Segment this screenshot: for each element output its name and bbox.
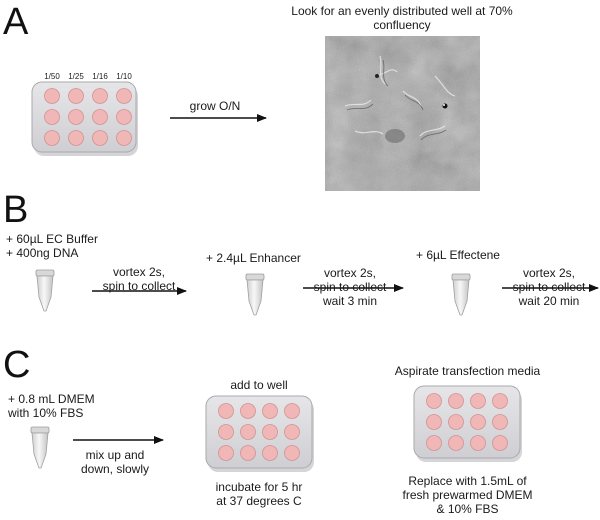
arrow-label-mix: mix up and down, slowly bbox=[80, 448, 150, 476]
concentration-label: 1/25 bbox=[68, 72, 84, 81]
well bbox=[240, 424, 256, 440]
well bbox=[492, 435, 508, 451]
micrograph-image bbox=[325, 36, 480, 191]
cell-micrograph bbox=[325, 36, 480, 191]
well bbox=[470, 393, 486, 409]
tube-c bbox=[30, 426, 50, 469]
well bbox=[448, 435, 464, 451]
panel-letter-b: B bbox=[3, 189, 29, 231]
well bbox=[448, 414, 464, 430]
well bbox=[44, 109, 60, 125]
well bbox=[284, 403, 300, 419]
well bbox=[92, 88, 108, 104]
concentration-label: 1/50 bbox=[44, 72, 60, 81]
well bbox=[492, 414, 508, 430]
well bbox=[284, 445, 300, 461]
plate-a-wells bbox=[44, 88, 132, 146]
arrow-label-b1: vortex 2s, spin to collect bbox=[102, 265, 176, 293]
plate-c1 bbox=[205, 395, 314, 472]
arrow-label-b3: vortex 2s, spin to collect wait 20 min bbox=[512, 266, 586, 308]
plate-c1-bottom-label: incubate for 5 hr at 37 degrees C bbox=[215, 480, 303, 508]
plate-a bbox=[31, 81, 138, 156]
well bbox=[262, 403, 278, 419]
well bbox=[426, 435, 442, 451]
step-c-addition: + 0.8 mL DMEM with 10% FBS bbox=[8, 392, 95, 420]
well bbox=[116, 88, 132, 104]
well bbox=[92, 130, 108, 146]
plate-c2-wells bbox=[426, 393, 508, 451]
well bbox=[218, 424, 234, 440]
panel-letter-c: C bbox=[3, 344, 31, 386]
tube-b1 bbox=[35, 269, 55, 312]
well bbox=[116, 109, 132, 125]
tube-b2 bbox=[245, 273, 265, 316]
well bbox=[116, 130, 132, 146]
plate-c2 bbox=[413, 385, 522, 462]
plate-c2-top-label: Aspirate transfection media bbox=[394, 364, 541, 378]
well bbox=[44, 130, 60, 146]
well bbox=[262, 445, 278, 461]
well bbox=[448, 393, 464, 409]
plate-c1-wells bbox=[218, 403, 300, 461]
concentration-label: 1/16 bbox=[92, 72, 108, 81]
well bbox=[68, 130, 84, 146]
panel-letter-a: A bbox=[3, 1, 29, 43]
well bbox=[44, 88, 60, 104]
well bbox=[92, 109, 108, 125]
well bbox=[262, 424, 278, 440]
well bbox=[218, 403, 234, 419]
well bbox=[240, 403, 256, 419]
plate-c2-bottom-label: Replace with 1.5mL of fresh prewarmed DM… bbox=[402, 474, 533, 516]
tube-b3 bbox=[451, 273, 471, 316]
well bbox=[68, 109, 84, 125]
arrow-label-b2: vortex 2s, spin to collect wait 3 min bbox=[313, 266, 387, 308]
step-b1-addition: + 60µL EC Buffer + 400ng DNA bbox=[6, 232, 98, 260]
well bbox=[218, 445, 234, 461]
well bbox=[470, 435, 486, 451]
well bbox=[426, 414, 442, 430]
plate-c1-top-label: add to well bbox=[230, 378, 288, 392]
well bbox=[492, 393, 508, 409]
well bbox=[240, 445, 256, 461]
photo-caption: Look for an evenly distributed well at 7… bbox=[291, 4, 513, 32]
arrow-label-grow: grow O/N bbox=[189, 99, 241, 113]
well bbox=[284, 424, 300, 440]
well bbox=[470, 414, 486, 430]
step-b3-addition: + 6µL Effectene bbox=[416, 248, 500, 262]
well bbox=[426, 393, 442, 409]
concentration-label: 1/10 bbox=[116, 72, 132, 81]
step-b2-addition: + 2.4µL Enhancer bbox=[206, 251, 301, 265]
well bbox=[68, 88, 84, 104]
